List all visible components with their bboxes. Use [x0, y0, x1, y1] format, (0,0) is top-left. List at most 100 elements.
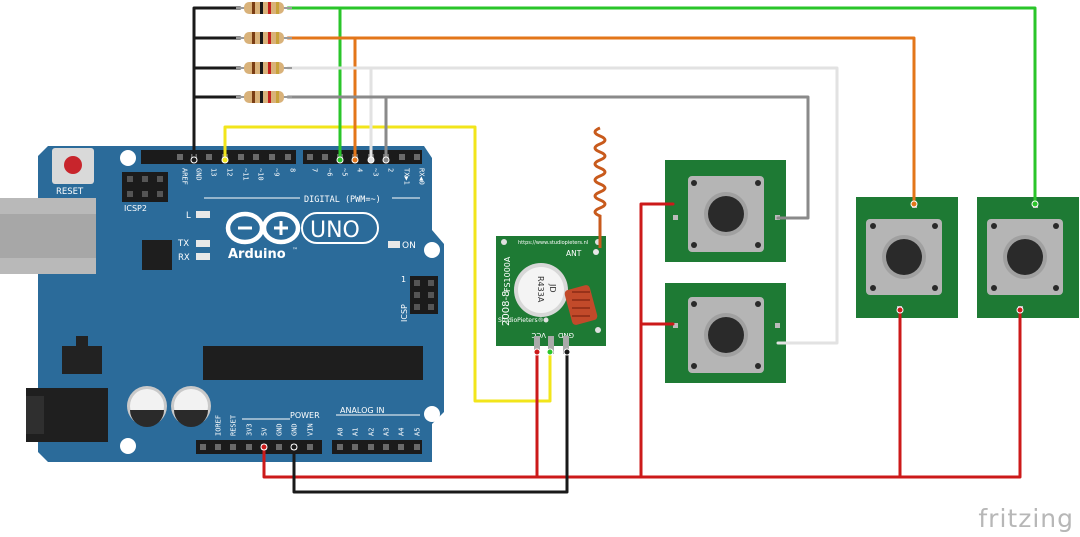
rf-pin: [548, 336, 554, 354]
wire-endpoint: [260, 443, 268, 451]
header-pin[interactable]: [399, 154, 405, 160]
wire-endpoint: [221, 156, 229, 164]
led-l: [196, 211, 210, 218]
top-pin-label: ~10: [257, 168, 265, 181]
top-pin-label: ~9: [273, 168, 281, 176]
rf-pin-label-data: DATA: [492, 344, 510, 352]
analog-pin-label: A0: [337, 428, 345, 436]
rf-coil: [564, 285, 598, 325]
uno-badge: [301, 212, 379, 244]
wire-endpoint: [382, 156, 390, 164]
analog-pin-label: A4: [398, 428, 406, 436]
icsp2-header: [122, 172, 168, 202]
wire-black-gnd-bus: [192, 6, 242, 162]
reset-button-cap[interactable]: [64, 156, 82, 174]
uno-badge-text: UNO: [310, 218, 360, 243]
wire-green: [286, 6, 1037, 206]
rf-brand: StudioPieters®: [498, 317, 544, 324]
header-pin[interactable]: [238, 154, 244, 160]
power-pin-label: GND: [276, 423, 284, 436]
header-pin[interactable]: [414, 444, 420, 450]
header-pin[interactable]: [276, 444, 282, 450]
wire-endpoints: [190, 156, 1039, 451]
push-button-cap[interactable]: [886, 239, 922, 275]
power-pin-label: RESET: [230, 414, 238, 436]
top-pin-label: ~5: [341, 168, 349, 176]
header-pin[interactable]: [352, 444, 358, 450]
header-pin[interactable]: [230, 444, 236, 450]
led-rx: [196, 253, 210, 260]
header-pin[interactable]: [177, 154, 183, 160]
wire-black-rf-gnd: [292, 350, 569, 494]
push-button-4: [977, 197, 1079, 318]
mounting-hole: [424, 406, 440, 422]
header-pin[interactable]: [368, 444, 374, 450]
wire-endpoint: [336, 156, 344, 164]
icsp2-label: ICSP2: [124, 204, 147, 213]
top-pin-label: 4: [356, 168, 364, 172]
analog-pin-label: A3: [383, 428, 391, 436]
power-pin-label: GND: [291, 423, 299, 436]
crystal-line2: R433A: [536, 276, 545, 303]
wire-endpoint: [351, 156, 359, 164]
mounting-hole: [120, 150, 136, 166]
header-pin[interactable]: [246, 444, 252, 450]
fritzing-watermark: fritzing: [978, 504, 1074, 533]
analog-pin-label: A5: [414, 428, 422, 436]
dc-power-jack-face: [26, 396, 44, 434]
top-pin-label: 13: [210, 168, 218, 176]
rf-hole: [595, 327, 601, 333]
crystal-line1: JD: [548, 283, 557, 293]
top-pin-label: GND: [195, 168, 203, 181]
header-pin[interactable]: [215, 444, 221, 450]
wire-yellow-data: [223, 125, 552, 403]
header-pin[interactable]: [307, 444, 313, 450]
rf-transmitter-module: https://www.studiopieters.nl ANT FS1000A…: [492, 126, 607, 354]
wire-gray: [286, 95, 810, 220]
top-pin-label: 2: [387, 168, 395, 172]
arduino-trademark: ™: [292, 247, 298, 254]
wire-white: [286, 66, 839, 345]
push-button-3: [856, 197, 958, 318]
wire-endpoint: [290, 443, 298, 451]
power-pin-label: 5V: [261, 427, 269, 436]
usb-interface-chip: [142, 240, 172, 270]
resistor: [236, 32, 292, 44]
rf-antenna: [593, 126, 607, 248]
analog-pin-label: A1: [352, 428, 360, 436]
wire-endpoint: [533, 348, 541, 356]
resistor: [236, 91, 292, 103]
top-pin-label: 7: [311, 168, 319, 172]
push-button-cap[interactable]: [708, 196, 744, 232]
header-pin[interactable]: [383, 444, 389, 450]
push-button-cap[interactable]: [708, 317, 744, 353]
voltage-regulator-tab: [76, 336, 88, 348]
power-pin-label: IOREF: [215, 415, 223, 436]
header-pin[interactable]: [414, 154, 420, 160]
header-pin[interactable]: [200, 444, 206, 450]
header-pin[interactable]: [285, 154, 291, 160]
wire-endpoint: [910, 200, 918, 208]
icsp-header: [410, 276, 438, 314]
header-pin[interactable]: [253, 154, 259, 160]
rf-year-label: 2008-8: [501, 291, 512, 326]
header-strip: [196, 440, 322, 454]
capacitor: [127, 386, 167, 427]
wire-orange: [286, 36, 916, 206]
header-pin[interactable]: [269, 154, 275, 160]
wire-endpoint: [546, 348, 554, 356]
wire-red-buttons: [639, 202, 675, 479]
header-pin[interactable]: [307, 154, 313, 160]
push-button-1: [665, 160, 786, 262]
push-button-cap[interactable]: [1007, 239, 1043, 275]
header-pin[interactable]: [206, 154, 212, 160]
rf-pin: [534, 336, 540, 354]
header-pin[interactable]: [398, 444, 404, 450]
wire-endpoint: [367, 156, 375, 164]
header-pin[interactable]: [337, 444, 343, 450]
top-pin-label: AREF: [181, 168, 189, 185]
wire-endpoint: [1016, 306, 1024, 314]
header-pin[interactable]: [322, 154, 328, 160]
